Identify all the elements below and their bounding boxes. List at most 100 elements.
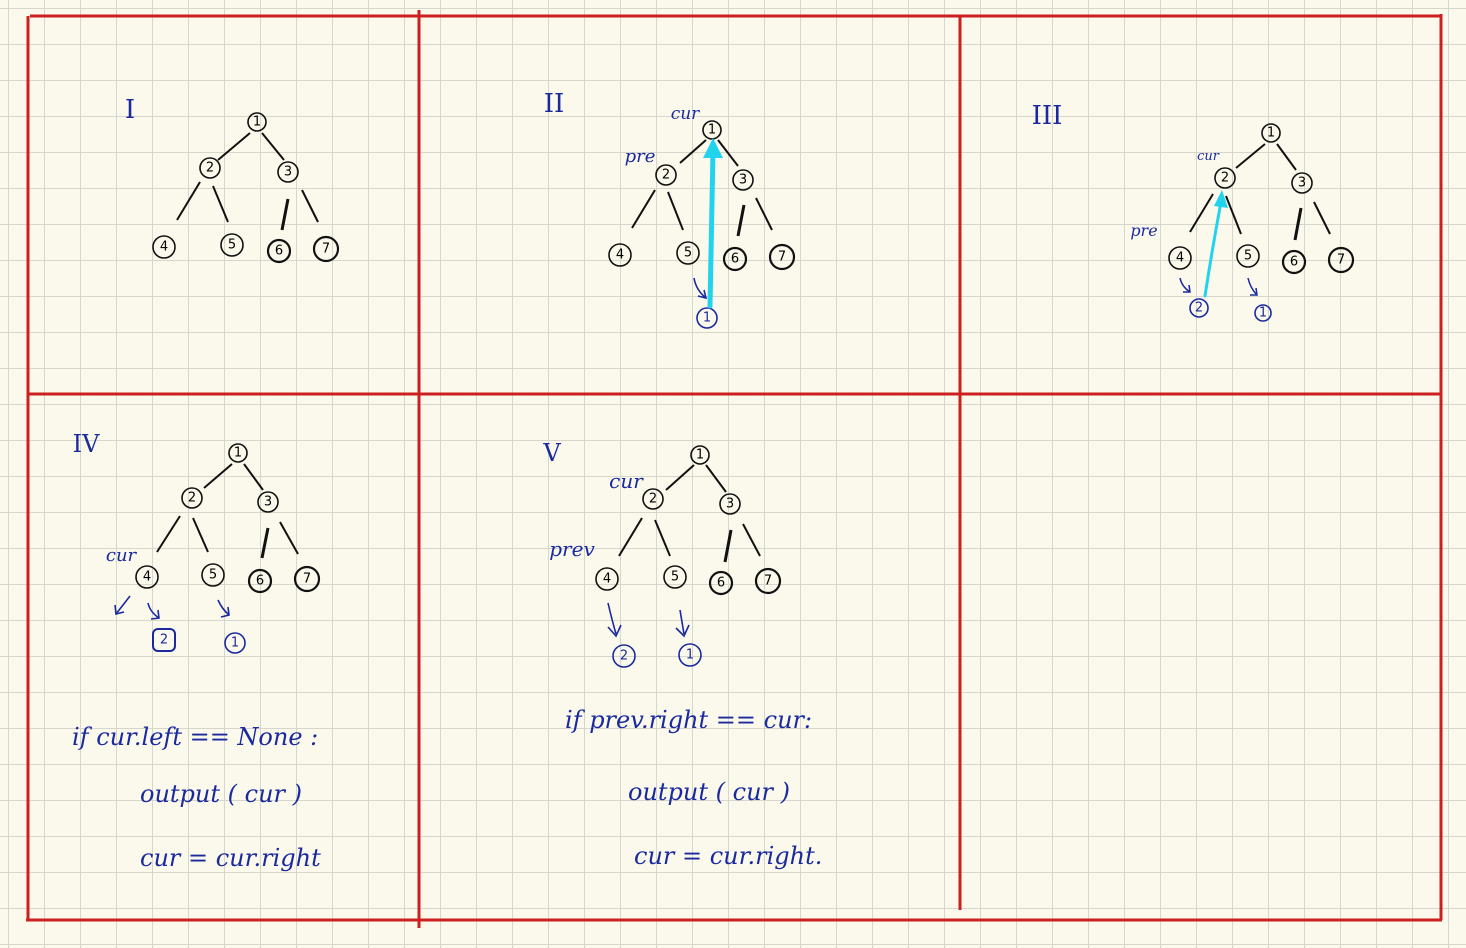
cur-annotation: cur bbox=[671, 104, 700, 124]
tree-nodes: 1 2 3 4 5 6 7 bbox=[1168, 123, 1355, 275]
tree-node: 6 bbox=[266, 238, 292, 264]
svg-text:6: 6 bbox=[1290, 255, 1298, 270]
panel-5: V 1 2 3 4 5 6 7 cur prev 2 1 if bbox=[542, 439, 822, 870]
svg-text:5: 5 bbox=[209, 568, 217, 583]
prev-annotation: prev bbox=[549, 537, 595, 561]
tree-node: 4 bbox=[1168, 246, 1192, 270]
tree-node: 4 bbox=[608, 243, 632, 267]
tree-node: 6 bbox=[1281, 249, 1307, 275]
pre-annotation: pre bbox=[625, 146, 656, 167]
extra-node: 2 bbox=[152, 628, 176, 652]
svg-text:3: 3 bbox=[1298, 176, 1306, 191]
svg-text:3: 3 bbox=[264, 495, 272, 510]
arrow-5-to-1 bbox=[693, 277, 708, 300]
extra-node: 1 bbox=[678, 643, 702, 667]
tree-node: 3 bbox=[277, 161, 299, 183]
tree-node: 3 bbox=[257, 491, 279, 513]
svg-text:4: 4 bbox=[603, 572, 611, 587]
tree-node: 2 bbox=[1214, 167, 1236, 189]
svg-text:2: 2 bbox=[1221, 171, 1229, 186]
tree-node: 2 bbox=[642, 488, 664, 510]
svg-text:5: 5 bbox=[671, 570, 679, 585]
svg-text:1: 1 bbox=[253, 115, 261, 130]
svg-text:6: 6 bbox=[717, 576, 725, 591]
tree-node: 3 bbox=[732, 169, 754, 191]
svg-text:7: 7 bbox=[1337, 253, 1345, 268]
tree-node: 5 bbox=[676, 241, 700, 265]
panel-label: I bbox=[125, 95, 135, 125]
svg-text:5: 5 bbox=[684, 246, 692, 261]
extra-node: 1 bbox=[224, 632, 246, 654]
extra-node: 1 bbox=[696, 307, 718, 329]
tree bbox=[176, 132, 319, 231]
panel-label: III bbox=[1032, 101, 1063, 131]
svg-text:2: 2 bbox=[662, 168, 670, 183]
tree-node: 5 bbox=[201, 563, 225, 587]
tree-node: 5 bbox=[1236, 244, 1260, 268]
tree-node: 7 bbox=[312, 235, 340, 263]
svg-text:5: 5 bbox=[1244, 249, 1252, 264]
code-line: cur = cur.right bbox=[140, 844, 321, 872]
svg-text:5: 5 bbox=[228, 238, 236, 253]
tree-node: 4 bbox=[152, 235, 176, 259]
tree-node: 6 bbox=[722, 246, 748, 272]
tree-node: 3 bbox=[1291, 172, 1313, 194]
svg-text:4: 4 bbox=[1176, 251, 1184, 266]
tree-node: 6 bbox=[247, 568, 273, 594]
tree-node: 1 bbox=[1261, 123, 1281, 143]
svg-text:1: 1 bbox=[686, 648, 694, 663]
tree-node: 1 bbox=[702, 120, 722, 140]
tree-node: 1 bbox=[228, 443, 248, 463]
extra-node: 1 bbox=[1254, 304, 1272, 322]
thread-arrow-highlight bbox=[703, 138, 723, 309]
svg-text:4: 4 bbox=[616, 248, 624, 263]
svg-text:6: 6 bbox=[275, 244, 283, 259]
svg-text:3: 3 bbox=[726, 497, 734, 512]
tree-node: 7 bbox=[293, 565, 321, 593]
panel-label: IV bbox=[73, 430, 100, 458]
svg-text:1: 1 bbox=[231, 636, 239, 651]
code-line: if prev.right == cur: bbox=[565, 706, 812, 734]
code-line: cur = cur.right. bbox=[634, 842, 822, 870]
svg-text:3: 3 bbox=[284, 165, 292, 180]
svg-text:3: 3 bbox=[739, 173, 747, 188]
svg-text:7: 7 bbox=[778, 250, 786, 265]
down-arrows bbox=[114, 595, 230, 620]
svg-text:2: 2 bbox=[649, 492, 657, 507]
tree-node: 2 bbox=[199, 157, 221, 179]
svg-text:6: 6 bbox=[731, 252, 739, 267]
svg-text:1: 1 bbox=[234, 446, 242, 461]
thread-arrow-highlight bbox=[1203, 190, 1228, 298]
tree-node: 2 bbox=[655, 164, 677, 186]
tree bbox=[156, 463, 299, 559]
tree bbox=[631, 139, 773, 237]
tree bbox=[1189, 143, 1331, 241]
tree-node: 6 bbox=[708, 570, 734, 596]
svg-text:7: 7 bbox=[764, 574, 772, 589]
extra-node: 2 bbox=[612, 644, 636, 668]
panel-4: IV 1 2 3 4 5 6 7 cur 2 1 bbox=[72, 430, 321, 872]
panel-borders bbox=[26, 10, 1443, 928]
cur-annotation: cur bbox=[106, 545, 138, 566]
tree bbox=[618, 464, 761, 563]
code-block: if prev.right == cur: output ( cur ) cur… bbox=[565, 706, 822, 870]
tree-node: 4 bbox=[135, 565, 159, 589]
svg-text:2: 2 bbox=[1195, 301, 1203, 316]
tree-node: 5 bbox=[663, 565, 687, 589]
svg-text:1: 1 bbox=[1267, 126, 1275, 141]
cur-annotation: cur bbox=[1197, 149, 1220, 164]
svg-text:2: 2 bbox=[206, 161, 214, 176]
svg-text:7: 7 bbox=[303, 572, 311, 587]
tree-node: 7 bbox=[1327, 246, 1355, 274]
svg-text:7: 7 bbox=[322, 242, 330, 257]
code-line: output ( cur ) bbox=[628, 778, 790, 806]
svg-text:2: 2 bbox=[160, 633, 168, 648]
tree-node: 5 bbox=[220, 233, 244, 257]
pre-annotation: pre bbox=[1130, 221, 1157, 240]
svg-text:1: 1 bbox=[696, 448, 704, 463]
panel-1: I 1 2 3 4 5 6 7 bbox=[125, 95, 340, 264]
code-line: if cur.left == None : bbox=[72, 723, 318, 751]
svg-text:1: 1 bbox=[1259, 306, 1267, 321]
tree-nodes: 1 2 3 4 5 6 7 bbox=[135, 443, 321, 594]
